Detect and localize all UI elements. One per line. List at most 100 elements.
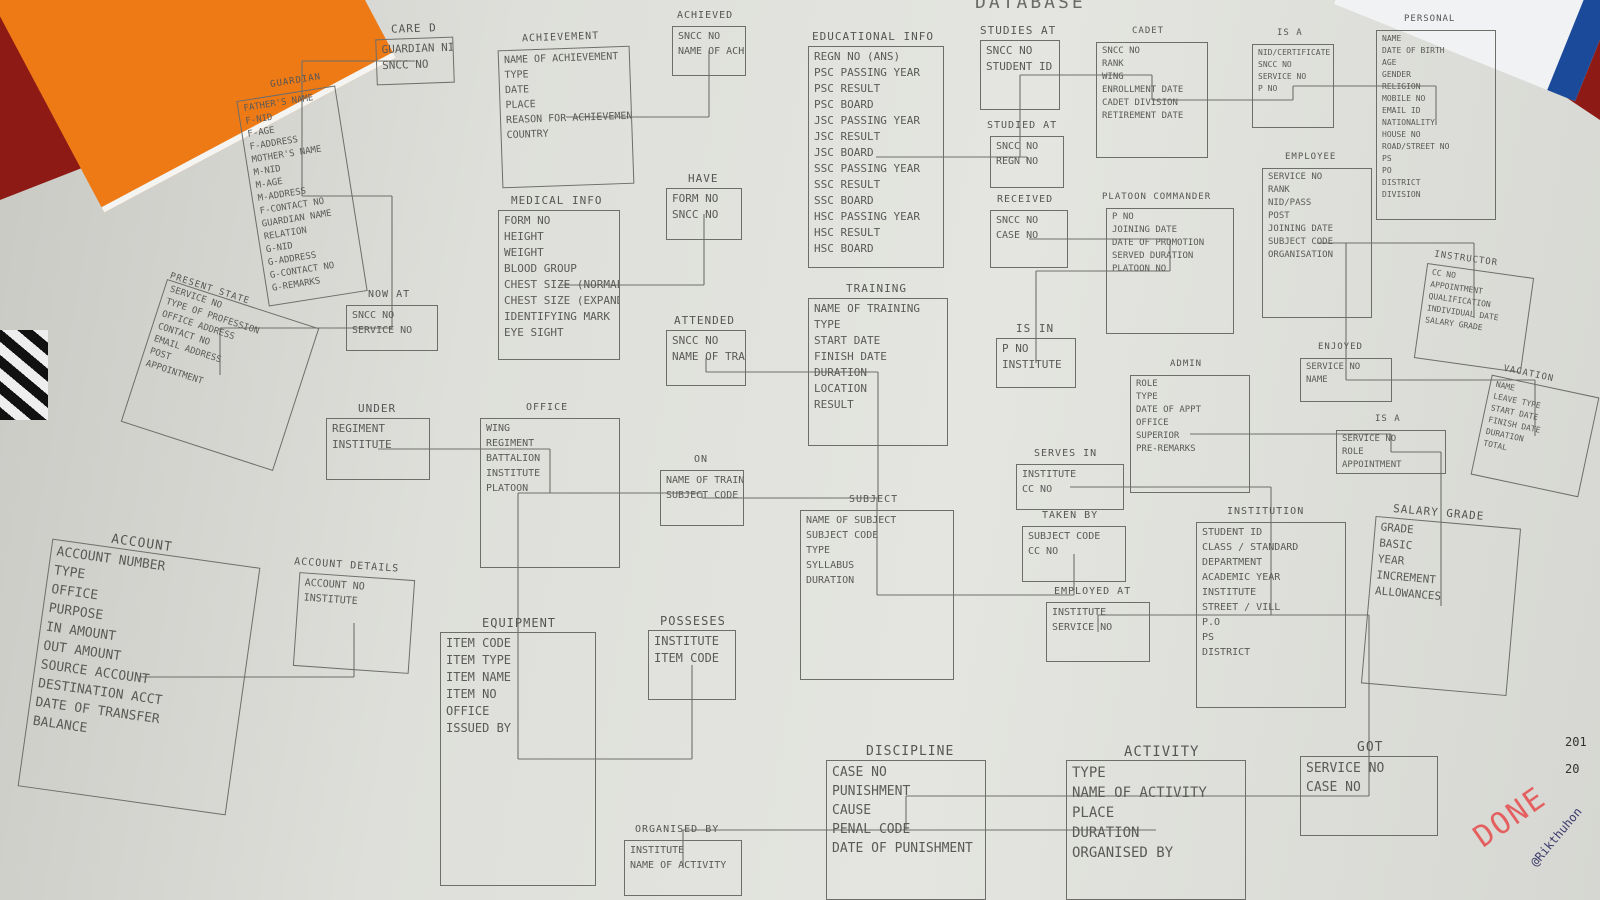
- entity-field: P NO: [1258, 84, 1278, 93]
- entity-field: PENAL CODE: [832, 822, 911, 837]
- possesses-title: POSSESES: [660, 614, 726, 628]
- entity-field: AGE: [1382, 58, 1397, 67]
- entity-field: ORGANISATION: [1268, 250, 1334, 260]
- entity-field: INSTITUTE: [332, 438, 392, 451]
- entity-field: SERVICE NO: [1052, 622, 1113, 633]
- entity-field: RELIGION: [1382, 82, 1421, 91]
- entity-field: ITEM TYPE: [446, 653, 512, 667]
- is-a-1-title: IS A: [1277, 28, 1303, 38]
- entity-field: START DATE: [814, 334, 881, 347]
- under-title: UNDER: [358, 402, 397, 415]
- entity-field: INSTITUTE: [1002, 358, 1062, 371]
- entity-field: PS: [1202, 632, 1215, 643]
- entity-field: OFFICE: [1136, 418, 1169, 428]
- entity-field: PRE-REMARKS: [1136, 444, 1196, 454]
- entity-field: SUBJECT CODE: [1028, 531, 1101, 542]
- entity-field: HOUSE NO: [1382, 130, 1421, 139]
- entity-field: CAUSE: [832, 803, 872, 818]
- entity-field: SUPERIOR: [1136, 431, 1180, 441]
- on-title: ON: [694, 454, 709, 465]
- entity-field: GENDER: [1382, 70, 1411, 79]
- entity-under: REGIMENT INSTITUTE: [326, 418, 430, 480]
- medical-info-title: MEDICAL INFO: [511, 194, 603, 207]
- entity-field: SNCC NO: [996, 215, 1039, 226]
- entity-field: P NO: [1112, 212, 1134, 222]
- employed-at-title: EMPLOYED AT: [1054, 586, 1132, 597]
- cadet-title: CADET: [1132, 26, 1165, 36]
- entity-field: EMAIL ID: [1382, 106, 1421, 115]
- entity-field: TYPE: [814, 318, 841, 331]
- discipline-title: DISCIPLINE: [866, 744, 955, 759]
- entity-field: BATTALION: [486, 453, 541, 464]
- entity-field: NAME OF SUBJECT: [806, 515, 897, 526]
- entity-field: INSTITUTE: [1202, 587, 1257, 598]
- entity-field: PUNISHMENT: [832, 784, 911, 799]
- entity-field: BLOOD GROUP: [504, 262, 577, 275]
- entity-field: INSTITUTE: [654, 634, 720, 648]
- entity-field: P NO: [1002, 342, 1029, 355]
- entity-field: STUDENT ID: [986, 60, 1053, 73]
- entity-field: SNCC NO: [352, 310, 395, 321]
- entity-field: SERVED DURATION: [1112, 251, 1194, 261]
- studied-at-title: STUDIED AT: [987, 120, 1058, 131]
- entity-field: P.O: [1202, 617, 1221, 628]
- entity-field: EYE SIGHT: [504, 326, 564, 339]
- entity-field: ROLE: [1342, 447, 1364, 457]
- have-title: HAVE: [688, 172, 719, 185]
- entity-field: JSC BOARD: [814, 146, 874, 159]
- entity-studies-at: SNCC NO STUDENT ID: [980, 40, 1060, 110]
- entity-field: CC NO: [1022, 484, 1053, 495]
- entity-field: TYPE: [806, 545, 831, 556]
- entity-field: WING: [486, 423, 511, 434]
- entity-field: DATE OF BIRTH: [1382, 46, 1445, 55]
- entity-field: REGIMENT: [332, 422, 385, 435]
- entity-field: SSC BOARD: [814, 194, 874, 207]
- entity-field: LOCATION: [814, 382, 867, 395]
- entity-field: STREET / VILL: [1202, 602, 1281, 613]
- entity-field: PS: [1382, 154, 1392, 163]
- entity-field: SNCC NO: [672, 334, 719, 347]
- entity-field: SNCC NO: [986, 44, 1033, 57]
- entity-field: DATE OF PUNISHMENT: [832, 841, 973, 856]
- entity-is-in: P NO INSTITUTE: [996, 338, 1076, 388]
- institution-title: INSTITUTION: [1227, 506, 1305, 517]
- patterned-cloth: [0, 330, 48, 420]
- entity-field: NAME OF TRAINING: [814, 302, 920, 315]
- entity-field: STUDENT ID: [1202, 527, 1263, 538]
- entity-field: DURATION: [1072, 825, 1140, 841]
- entity-field: DEPARTMENT: [1202, 557, 1263, 568]
- entity-field: CASE NO: [832, 765, 887, 780]
- entity-field: CASE NO: [996, 230, 1039, 241]
- entity-field: DISTRICT: [1202, 647, 1251, 658]
- entity-field: ISSUED BY: [446, 721, 512, 735]
- admin-title: ADMIN: [1170, 359, 1203, 369]
- entity-field: ITEM NAME: [446, 670, 512, 684]
- entity-field: ITEM CODE: [446, 636, 512, 650]
- personal-title: PERSONAL: [1404, 14, 1456, 24]
- entity-field: RESULT: [814, 398, 854, 411]
- entity-field: REGIMENT: [486, 438, 535, 449]
- entity-field: CASE NO: [1306, 780, 1361, 795]
- entity-field: JOINING DATE: [1112, 225, 1178, 235]
- entity-field: CHEST SIZE (EXPANDED): [504, 294, 619, 307]
- entity-field: CADET DIVISION: [1102, 98, 1178, 108]
- equipment-title: EQUIPMENT: [482, 616, 557, 630]
- entity-field: NID/PASS: [1268, 198, 1312, 208]
- entity-field: SUBJECT CODE: [806, 530, 879, 541]
- educational-info-title: EDUCATIONAL INFO: [812, 30, 934, 43]
- taken-by-title: TAKEN BY: [1042, 510, 1099, 521]
- entity-field: SNCC NO: [1102, 46, 1140, 56]
- platoon-commander-title: PLATOON COMMANDER: [1102, 192, 1212, 202]
- entity-field: OFFICE: [446, 704, 490, 718]
